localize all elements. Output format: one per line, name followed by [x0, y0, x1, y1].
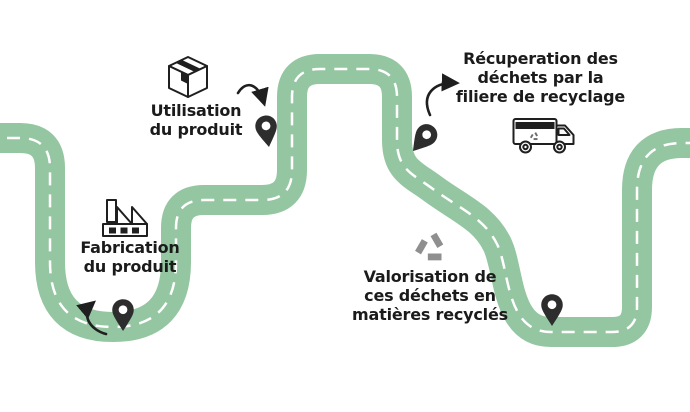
- arrow-to-recuperation-label: [425, 73, 460, 117]
- arrow-to-utilisation-pin: [236, 83, 269, 107]
- arrow-to-fabrication-label: [76, 300, 108, 336]
- factory-icon: [102, 199, 148, 237]
- label-line: matières recyclés: [352, 305, 508, 324]
- label-line: du produit: [83, 257, 177, 276]
- label-line: Fabrication: [80, 238, 180, 257]
- recycle-symbol-icon: [413, 228, 451, 262]
- package-box-icon: [168, 56, 208, 98]
- recycling-truck-icon: [512, 118, 575, 154]
- stage-label-utilisation: Utilisation du produit: [118, 101, 274, 139]
- label-line: du produit: [149, 120, 243, 139]
- label-line: filiere de recyclage: [455, 87, 626, 106]
- label-line: Valorisation de: [363, 267, 497, 286]
- stage-label-valorisation: Valorisation de ces déchets en matières …: [345, 267, 515, 324]
- label-line: ces déchets en: [364, 286, 496, 305]
- label-line: déchets par la: [477, 68, 604, 87]
- label-line: Utilisation: [150, 101, 242, 120]
- stage-label-recuperation: Récuperation des déchets par la filiere …: [448, 49, 633, 106]
- road-center-dashes: [0, 67, 690, 334]
- label-line: Récuperation des: [463, 49, 618, 68]
- stage-label-fabrication: Fabrication du produit: [50, 238, 210, 276]
